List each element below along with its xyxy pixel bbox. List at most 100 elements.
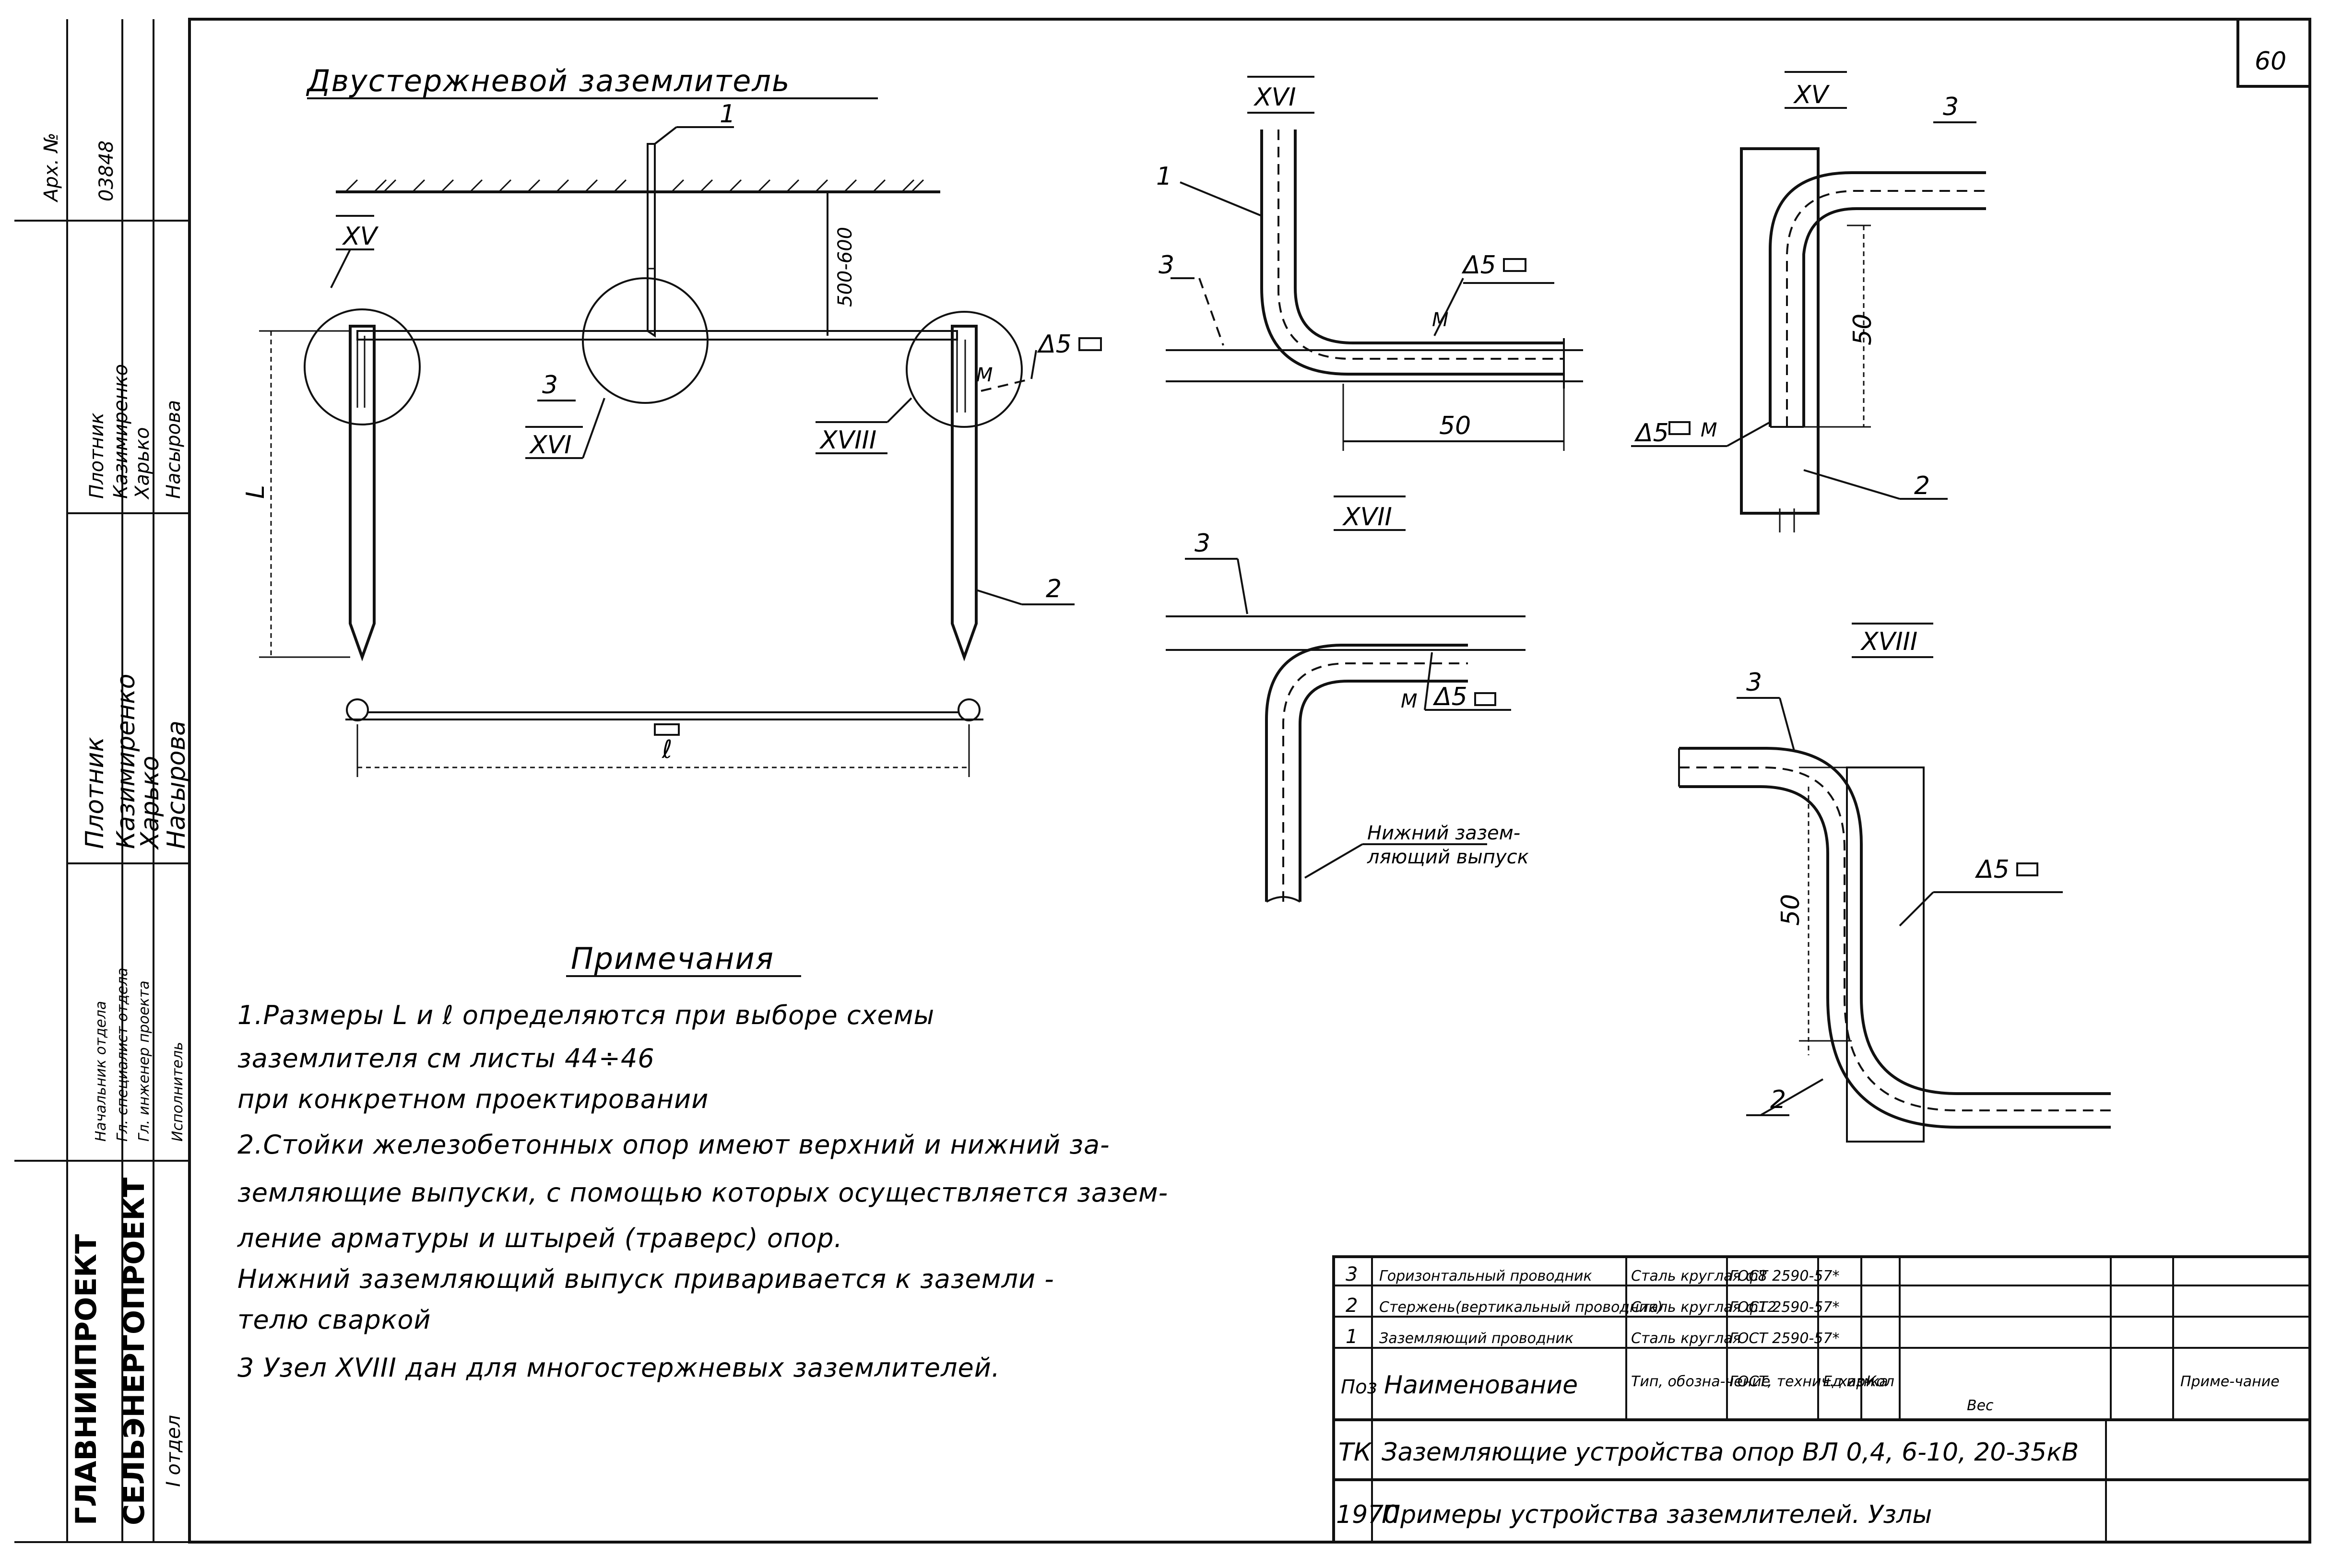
plan-rod-right <box>958 698 981 721</box>
title-project: Заземляющие устройства опор ВЛ 0,4, 6-10… <box>1382 1438 2079 1467</box>
vertical-rod-right <box>951 325 978 661</box>
spec-row2-gost: ГОСТ 2590-57* <box>1729 1299 1839 1316</box>
detail-xviii-rod <box>1846 766 1925 1143</box>
stamp-name-1: Плотник <box>86 413 108 499</box>
spec-table: 3 Горизонтальный проводник Сталь круглая… <box>1332 1255 2311 1544</box>
spec-row1-gost: ГОСТ 2590-57* <box>1729 1268 1839 1285</box>
note-line-2: заземлителя см листы 44÷46 <box>237 1043 655 1073</box>
note-line-3: при конкретном проектировании <box>237 1084 709 1114</box>
depth-dimension: 500-600 <box>834 227 856 307</box>
spec-row2-type: Сталь круглая ф12 <box>1631 1299 1776 1316</box>
notes-block: Примечания 1.Размеры L и ℓ определяются … <box>237 941 1168 1383</box>
stamp-org1: ГЛАВНИИПРОЕКТ <box>70 1234 103 1525</box>
node-circle-xviii <box>906 311 1023 428</box>
main-view: Двустержневой заземлитель 1 500-600 2 XV <box>241 63 1102 777</box>
stamp-org2: СЕЛЬЭНЕРГОПРОЕКТ <box>118 1178 151 1525</box>
detail-xvi-dim: 50 <box>1439 412 1471 440</box>
detail-xvii-weld: Δ5 <box>1432 683 1467 711</box>
side-stamp: Арх. № 03848 ГЛАВНИИПРОЕКТ СЕЛЬЭНЕРГОПРО… <box>14 19 191 1542</box>
stamp-name-3: Харько <box>131 427 154 500</box>
title-sheet: Примеры устройства заземлителей. Узлы <box>1382 1500 1932 1529</box>
note-line-8: телю сваркой <box>237 1305 431 1335</box>
sheet-number: 60 <box>2255 47 2286 76</box>
stamp-role-2: Гл. специалист отдела <box>114 967 131 1142</box>
spec-header-pos: Поз <box>1341 1376 1377 1398</box>
weld-mark-m: М <box>976 364 993 386</box>
length-dimension: ℓ <box>662 735 672 764</box>
spec-row1-pos: 3 <box>1346 1263 1358 1285</box>
plan-rod-left <box>346 698 369 721</box>
stamp-role-3: Гл. инженер проекта <box>136 980 153 1142</box>
title-code: ТК <box>1338 1438 1372 1467</box>
spec-header-type: Тип, обозна-чение <box>1631 1373 1770 1390</box>
detail-xvii-rod <box>1265 644 1468 902</box>
weld-symbol: Δ5 <box>1037 330 1072 359</box>
spec-row3-type: Сталь круглая <box>1631 1330 1741 1347</box>
node-circle-xv <box>304 308 421 425</box>
detail-xv-callout-3: 3 <box>1943 93 1959 121</box>
spec-row3-gost: ГОСТ 2590-57* <box>1729 1330 1839 1347</box>
archive-label: Арх. № <box>40 133 62 203</box>
stamp-signature-4: Насырова <box>162 720 191 849</box>
vertical-rod-left <box>349 325 376 661</box>
note-line-1: 1.Размеры L и ℓ определяются при выборе … <box>237 1000 934 1030</box>
node-label-xv: XV <box>342 222 379 251</box>
detail-xvi: XVI 50 1 3 М Δ5 <box>1156 76 1583 451</box>
spec-row2-name: Стержень(вертикальный проводник) <box>1379 1299 1663 1316</box>
detail-xvii-note-2: ляющий выпуск <box>1367 846 1529 868</box>
spec-row3-name: Заземляющий проводник <box>1379 1330 1573 1347</box>
detail-xvi-title: XVI <box>1253 83 1296 112</box>
node-circle-xvi <box>582 277 709 404</box>
detail-xv-weld: Δ5 <box>1634 419 1669 448</box>
note-line-4: 2.Стойки железобетонных опор имеют верхн… <box>237 1130 1110 1160</box>
callout-2: 2 <box>1046 575 1062 603</box>
stamp-signature-1: Плотник <box>81 737 109 849</box>
stamp-name-2: Казимиренко <box>110 364 132 499</box>
callout-1: 1 <box>720 100 735 129</box>
spec-header-name: Наименование <box>1384 1371 1578 1400</box>
archive-number: 03848 <box>95 141 118 201</box>
detail-xv-callout-2: 2 <box>1914 472 1930 500</box>
note-line-7: Нижний заземляющий выпуск приваривается … <box>237 1264 1054 1294</box>
stamp-dept: I отдел <box>163 1415 185 1487</box>
stamp-signature-3: Харько <box>136 756 165 850</box>
main-title: Двустержневой заземлитель <box>306 63 791 98</box>
stamp-role-1: Начальник отдела <box>93 1001 109 1142</box>
spec-row3-pos: 1 <box>1346 1326 1358 1348</box>
detail-xviii-callout-2: 2 <box>1770 1085 1786 1114</box>
spec-header-weight: Вес <box>1967 1397 1994 1414</box>
detail-xvi-weld: Δ5 <box>1461 251 1496 280</box>
horizontal-conductor-3 <box>356 330 958 341</box>
node-label-xviii: XVIII <box>819 426 876 455</box>
spec-header-gost: ГОСТ, технич. хар-ка <box>1729 1373 1888 1390</box>
detail-xvii-note-1: Нижний зазем- <box>1367 822 1520 844</box>
detail-xvii-weld-mark: М <box>1401 690 1418 712</box>
detail-xvi-callout-1: 1 <box>1156 162 1172 191</box>
detail-xvii: XVII 3 М Δ5 Нижний зазем- ляющий выпуск <box>1166 495 1529 903</box>
spec-header-unit: Ед изм <box>1823 1373 1874 1390</box>
title-block: ТК Заземляющие устройства опор ВЛ 0,4, 6… <box>1336 1438 2079 1529</box>
sheet-number-box <box>2236 19 2310 88</box>
node-label-xvi: XVI <box>529 431 572 460</box>
title-year: 1970 <box>1336 1500 1399 1529</box>
grounding-conductor-1 <box>647 143 656 338</box>
detail-xv-weld-mark: М <box>1701 419 1717 441</box>
detail-xvi-rod-outer <box>1260 130 1564 376</box>
height-dimension: L <box>241 485 270 499</box>
spec-row2-pos: 2 <box>1346 1295 1358 1317</box>
notes-heading: Примечания <box>571 941 774 976</box>
detail-xvii-callout-3: 3 <box>1195 529 1210 558</box>
detail-xv: XV 3 50 Δ5 М 2 <box>1631 71 1986 532</box>
spec-row1-type: Сталь круглая ф8 <box>1631 1268 1767 1285</box>
stamp-role-4: Исполнитель <box>169 1042 186 1142</box>
detail-xviii-title: XVIII <box>1860 627 1917 656</box>
note-line-6: ление арматуры и штырей (траверс) опор. <box>237 1223 843 1253</box>
callout-3: 3 <box>542 371 558 400</box>
detail-xviii-weld: Δ5 <box>1975 855 2010 884</box>
detail-xviii-callout-3: 3 <box>1746 668 1762 697</box>
detail-xvi-callout-3: 3 <box>1159 251 1174 280</box>
detail-xviii-dim: 50 <box>1776 894 1805 926</box>
ground-hatch <box>344 179 924 193</box>
spec-row1-name: Горизонтальный проводник <box>1379 1268 1592 1285</box>
